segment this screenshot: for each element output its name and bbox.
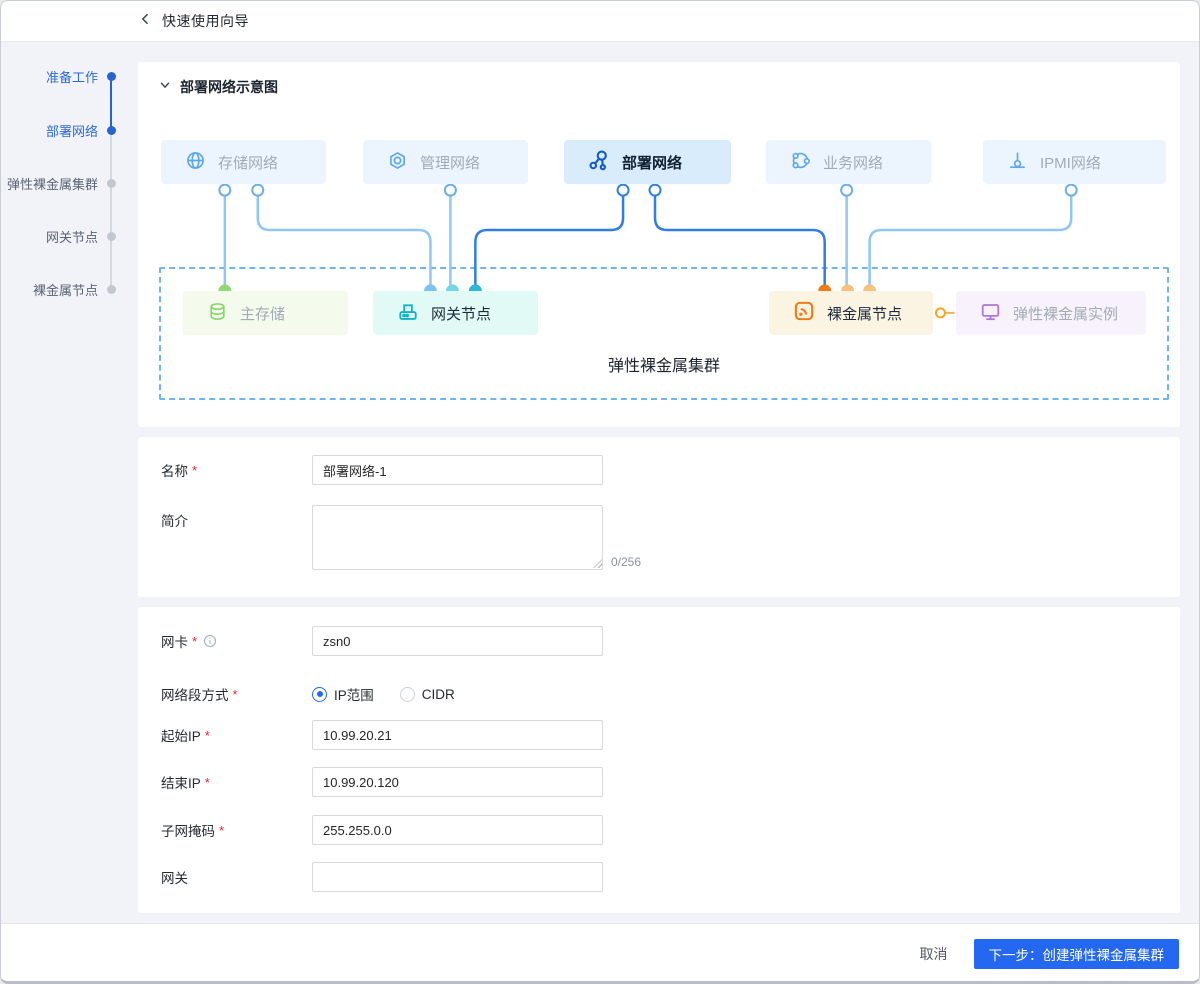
node-label: 网关节点 [431,305,492,323]
node-baremetal: 裸金属节点 [769,291,933,335]
subnet-mask-input[interactable] [312,815,603,845]
node-business-network: 业务网络 [766,140,931,184]
step-item-gateway[interactable]: 网关节点 [46,226,116,246]
required-marker: * [204,727,210,743]
radio-cidr[interactable]: CIDR [399,686,455,702]
hexagon-gear-icon [387,150,408,175]
next-step-button[interactable]: 下一步：创建弹性裸金属集群 [973,938,1179,969]
step-label: 准备工作 [45,69,98,85]
main-column: 部署网络示意图 弹性裸金属集群 [138,42,1180,913]
name-input[interactable] [312,455,603,485]
node-elastic-instance: 弹性裸金属实例 [956,291,1146,335]
page-title: 快速使用向导 [162,13,249,29]
node-label: 管理网络 [420,154,481,172]
step-dot [107,71,116,81]
chevron-left-icon [138,11,154,32]
subnet-mask-label: 子网掩码* [161,822,225,840]
cluster-icon [588,149,610,175]
step-dot [107,231,116,241]
back-button[interactable] [138,11,154,32]
share-network-icon [790,150,811,175]
node-label: IPMI网络 [1040,154,1101,172]
cancel-button[interactable]: 取消 [919,945,948,962]
node-label: 部署网络 [622,154,683,172]
start-ip-input[interactable] [312,720,603,750]
required-marker: * [192,462,198,478]
description-textarea[interactable] [312,505,603,570]
chevron-down-icon [159,78,171,96]
basic-info-card: 名称* 简介 0/256 [138,437,1180,597]
info-icon[interactable] [203,634,217,648]
node-ipmi-network: IPMI网络 [983,140,1166,184]
step-dot [107,125,116,135]
connector-icon [1007,150,1028,175]
rss-icon [793,300,815,326]
cluster-label: 弹性裸金属集群 [607,358,720,375]
nic-label: 网卡* [161,626,217,656]
router-icon [397,300,419,326]
name-label: 名称* [161,462,198,480]
diagram-collapse-toggle[interactable]: 部署网络示意图 [159,77,278,97]
segment-mode-label: 网络段方式* [161,686,238,704]
cluster-dashed-container [159,267,1169,400]
node-gateway: 网关节点 [373,291,538,335]
step-item-cluster[interactable]: 弹性裸金属集群 [7,173,116,193]
globe-icon [185,150,206,175]
step-label: 弹性裸金属集群 [6,176,98,192]
node-label: 主存储 [240,305,286,323]
radio-selected-icon [312,686,327,702]
step-label: 网关节点 [45,229,98,245]
radio-unselected-icon [399,686,415,702]
deploy-network-diagram-card: 部署网络示意图 弹性裸金属集群 [138,62,1180,427]
required-marker: * [204,774,210,790]
step-connector-line-active [110,76,112,130]
start-ip-label: 起始IP* [161,727,210,745]
radio-ip-range[interactable]: IP范围 [312,684,374,704]
node-deploy-network: 部署网络 [564,140,731,184]
step-nav: 准备工作 部署网络 弹性裸金属集群 网关节点 裸金属节点 [1,42,138,923]
node-management-network: 管理网络 [363,140,528,184]
textarea-resize-handle [593,559,602,568]
gateway-input[interactable] [312,862,603,892]
segment-mode-radio-group: IP范围 CIDR [312,679,455,709]
step-dot [107,178,116,188]
nic-input[interactable] [312,626,603,656]
node-label: 存储网络 [218,154,279,172]
char-counter: 0/256 [611,555,642,569]
required-marker: * [232,686,238,702]
node-label: 裸金属节点 [827,305,903,323]
database-icon [207,301,228,326]
node-main-storage: 主存储 [183,291,348,335]
node-storage-network: 存储网络 [161,140,326,184]
required-marker: * [219,822,225,838]
end-ip-input[interactable] [312,767,603,797]
wizard-footer: 取消 下一步：创建弹性裸金属集群 [1,923,1199,981]
required-marker: * [192,633,198,649]
node-label: 弹性裸金属实例 [1013,305,1119,323]
step-dot [107,284,116,294]
monitor-icon [980,301,1001,326]
node-label: 业务网络 [823,154,884,172]
gateway-label: 网关 [161,871,188,886]
step-item-baremetal[interactable]: 裸金属节点 [33,279,116,299]
step-label: 裸金属节点 [32,282,98,298]
network-config-card: 网卡* 网络段方式* IP范围 [138,607,1180,913]
top-header: 快速使用向导 [1,1,1199,42]
content-area: 准备工作 部署网络 弹性裸金属集群 网关节点 裸金属节点 [1,42,1199,923]
end-ip-label: 结束IP* [161,774,210,792]
step-item-deploy-network[interactable]: 部署网络 [46,120,116,140]
step-item-prepare[interactable]: 准备工作 [46,66,116,86]
step-label: 部署网络 [45,123,98,139]
description-label: 简介 [161,514,188,529]
diagram-section-title: 部署网络示意图 [180,79,278,95]
